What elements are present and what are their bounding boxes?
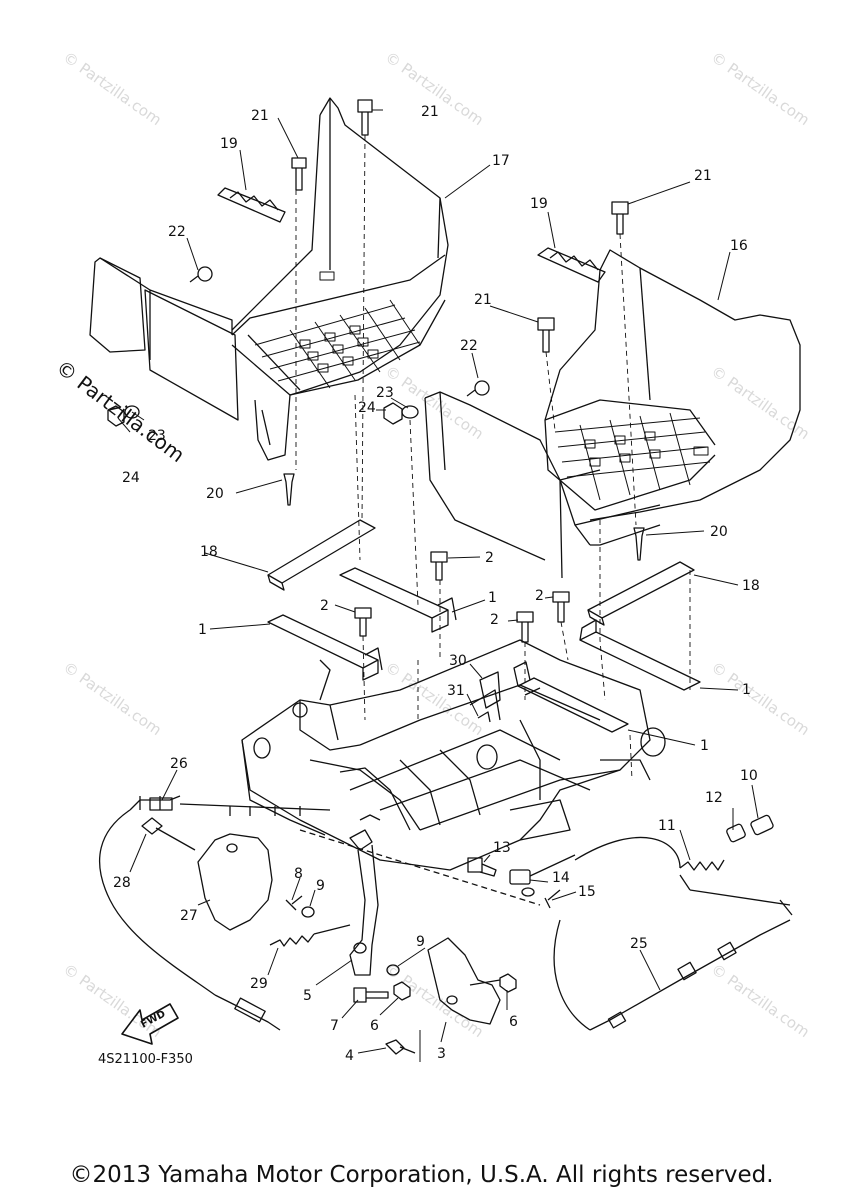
callout-21: 21 <box>251 108 269 124</box>
callout-13: 13 <box>493 840 511 856</box>
callout-26: 26 <box>170 756 188 772</box>
clamp-part-30 <box>479 671 501 709</box>
callout-22: 22 <box>460 338 478 354</box>
callout-1: 1 <box>742 682 751 698</box>
bracket-part-18-left <box>267 519 376 591</box>
callout-12: 12 <box>705 790 723 806</box>
bracket-part-1-left-upper <box>339 567 457 633</box>
frame-assembly <box>241 639 666 871</box>
callout-28: 28 <box>113 875 131 891</box>
bolt-part-21 <box>611 201 629 235</box>
bolt-part-2 <box>430 551 448 581</box>
rivet-part-20 <box>633 527 645 561</box>
grab-plate-part-19-left <box>217 187 286 223</box>
callout-24: 24 <box>358 400 376 416</box>
callout-21: 21 <box>421 104 439 120</box>
copyright-notice: ©2013 Yamaha Motor Corporation, U.S.A. A… <box>69 1162 774 1188</box>
fwd-label: FWD <box>139 1009 167 1031</box>
bolt-part-21 <box>291 157 307 191</box>
callout-7: 7 <box>330 1018 339 1034</box>
spring-part-29 <box>269 924 351 947</box>
callout-23: 23 <box>148 428 166 444</box>
callout-19: 19 <box>220 136 238 152</box>
callout-29: 29 <box>250 976 268 992</box>
callout-15: 15 <box>578 884 596 900</box>
callout-2: 2 <box>490 612 499 628</box>
callout-9: 9 <box>316 878 325 894</box>
forward-direction-arrow <box>121 1003 179 1045</box>
callout-25: 25 <box>630 936 648 952</box>
callout-22: 22 <box>168 224 186 240</box>
screw-part-22 <box>466 380 490 397</box>
callout-18: 18 <box>742 578 760 594</box>
nut-part-24 <box>107 402 403 427</box>
screw-part-22 <box>189 266 213 283</box>
bracket-part-1-left-lower <box>267 614 383 681</box>
callout-27: 27 <box>180 908 198 924</box>
bolt-part-21 <box>357 99 373 136</box>
adjuster-part-14 <box>509 854 576 897</box>
bolt-part-28 <box>141 817 196 851</box>
callout-20: 20 <box>206 486 224 502</box>
callout-11: 11 <box>658 818 676 834</box>
bracket-part-1-right-upper <box>579 619 701 691</box>
bolt-part-7 <box>353 987 389 1003</box>
callout-4: 4 <box>345 1048 354 1064</box>
callout-18: 18 <box>200 544 218 560</box>
callout-1: 1 <box>198 622 207 638</box>
spring-part-11 <box>679 859 725 871</box>
bolt-part-21 <box>537 317 555 353</box>
bracket-part-1-right-lower <box>513 661 629 733</box>
callout-10: 10 <box>740 768 758 784</box>
nut-part-6 <box>393 973 517 1001</box>
callout-20: 20 <box>710 524 728 540</box>
collar-part-12 <box>726 823 746 843</box>
right-footrest-part-16 <box>424 249 801 579</box>
callout-24: 24 <box>122 470 140 486</box>
bracket-part-3 <box>427 937 501 1025</box>
callout-1: 1 <box>488 590 497 606</box>
callout-8: 8 <box>294 866 303 882</box>
callout-6: 6 <box>509 1014 518 1030</box>
bracket-part-18-right <box>587 561 695 626</box>
callout-14: 14 <box>552 870 570 886</box>
callout-labels: 21 21 19 22 17 21 19 16 21 22 23 24 23 2… <box>113 104 760 1064</box>
callout-30: 30 <box>449 653 467 669</box>
callout-6: 6 <box>370 1018 379 1034</box>
callout-17: 17 <box>492 153 510 169</box>
pin-part-15 <box>544 889 561 909</box>
cable-part-25 <box>553 836 793 1031</box>
bolt-part-2 <box>552 591 570 623</box>
callout-31: 31 <box>447 683 465 699</box>
callout-16: 16 <box>730 238 748 254</box>
bolt-part-13 <box>467 857 497 877</box>
bolt-part-2 <box>354 607 372 637</box>
callout-21: 21 <box>694 168 712 184</box>
callout-2: 2 <box>535 588 544 604</box>
rivet-part-20 <box>283 473 295 506</box>
cable-part-26 <box>98 795 331 1031</box>
cotter-pin-part-8 <box>285 895 303 911</box>
callout-9: 9 <box>416 934 425 950</box>
callout-23: 23 <box>376 385 394 401</box>
grab-plate-part-19-right <box>537 247 606 283</box>
bolt-part-4 <box>385 1039 416 1055</box>
callout-21: 21 <box>474 292 492 308</box>
cover-part-27 <box>197 833 273 931</box>
clip-part-31 <box>477 711 491 723</box>
diagram-code: 4S21100-F350 <box>98 1052 193 1067</box>
callout-19: 19 <box>530 196 548 212</box>
washer-part-9 <box>301 906 400 976</box>
bolt-part-2 <box>516 611 534 643</box>
callout-3: 3 <box>437 1046 446 1062</box>
callout-1: 1 <box>700 738 709 754</box>
brake-lever-part-5 <box>349 814 381 976</box>
callout-2: 2 <box>485 550 494 566</box>
callout-2: 2 <box>320 598 329 614</box>
left-footrest-part-17 <box>89 97 449 461</box>
callout-5: 5 <box>303 988 312 1004</box>
fitting-part-10 <box>750 814 774 836</box>
